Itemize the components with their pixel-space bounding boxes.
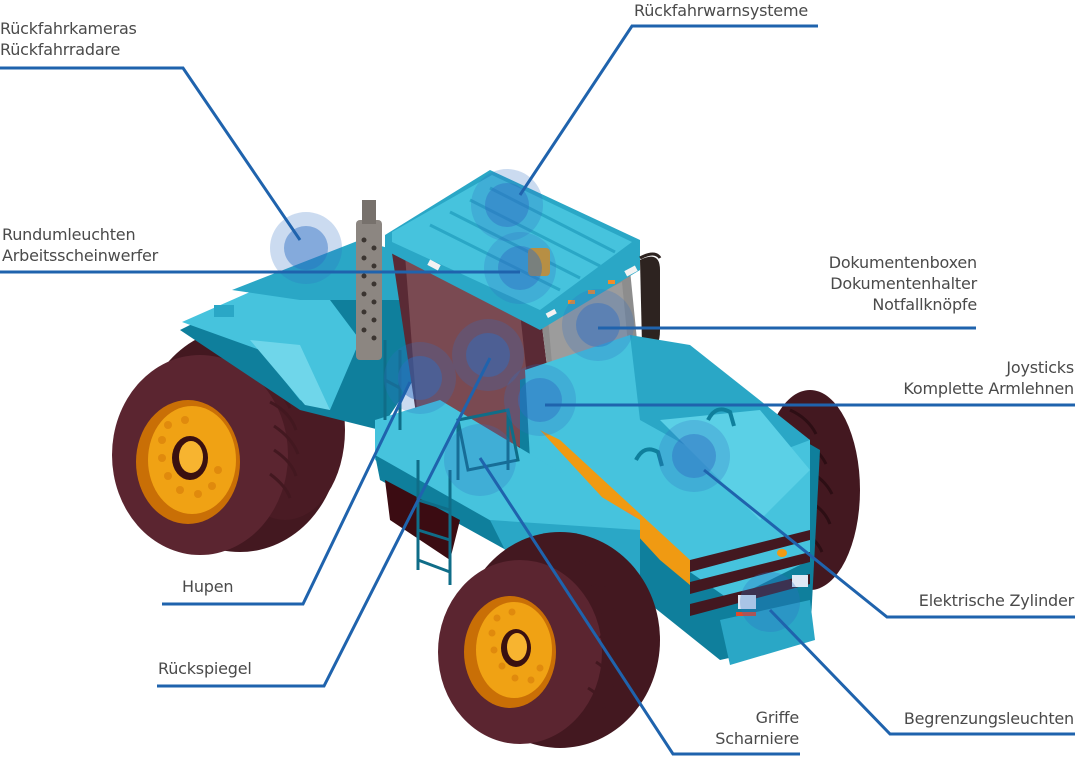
label-griffe[interactable]: Griffe Scharniere (715, 707, 799, 749)
hotspot-rueckfahrwarnsysteme[interactable] (471, 169, 543, 241)
hotspot-hupen[interactable] (384, 342, 456, 414)
label-elektrische-zylinder[interactable]: Elektrische Zylinder (919, 590, 1074, 611)
label-rueckfahrwarnsysteme[interactable]: Rückfahrwarnsysteme (634, 0, 808, 21)
label-joysticks[interactable]: Joysticks Komplette Armlehnen (903, 357, 1074, 399)
leader-rueckfahrwarnsysteme (518, 24, 818, 196)
label-line: Rückspiegel (158, 659, 252, 678)
leader-rueckfahrkameras (0, 66, 302, 241)
label-rundumleuchten[interactable]: Rundumleuchten Arbeitsscheinwerfer (2, 224, 158, 266)
front-left-wheel (438, 532, 660, 748)
leader-lines (0, 24, 1075, 756)
label-line: Arbeitsscheinwerfer (2, 246, 159, 265)
label-rueckfahrkameras[interactable]: Rückfahrkameras Rückfahrradare (0, 18, 137, 60)
leader-hupen (162, 381, 412, 606)
label-line: Scharniere (715, 729, 799, 748)
label-begrenzungsleuchten[interactable]: Begrenzungsleuchten (904, 708, 1074, 729)
label-hupen[interactable]: Hupen (182, 576, 234, 597)
hotspot-rueckspiegel[interactable] (452, 319, 524, 391)
leader-elektrische-zylinder (703, 468, 1075, 619)
label-line: Dokumentenhalter (830, 274, 977, 293)
label-line: Joysticks (1006, 358, 1074, 377)
leader-begrenzungsleuchten (768, 608, 1075, 736)
label-line: Dokumentenboxen (828, 253, 977, 272)
label-line: Notfallknöpfe (872, 295, 977, 314)
label-line: Begrenzungsleuchten (903, 709, 1074, 728)
hotspot-joysticks[interactable] (504, 364, 576, 436)
label-line: Komplette Armlehnen (903, 379, 1074, 398)
leader-griffe (478, 457, 800, 756)
label-line: Elektrische Zylinder (918, 591, 1074, 610)
leader-rueckspiegel (157, 357, 492, 688)
label-dokumentenboxen[interactable]: Dokumentenboxen Dokumentenhalter Notfall… (829, 252, 977, 315)
label-line: Rückfahrkameras (0, 19, 137, 38)
label-rueckspiegel[interactable]: Rückspiegel (158, 658, 252, 679)
label-line: Rückfahrradare (0, 40, 121, 59)
label-line: Rundumleuchten (2, 225, 136, 244)
exhaust-pipe (356, 200, 382, 360)
hood (520, 335, 820, 665)
label-line: Rückfahrwarnsysteme (634, 1, 808, 20)
hotspot-dokumentenboxen[interactable] (562, 289, 634, 361)
hotspot-elektrische-zylinder[interactable] (658, 420, 730, 492)
label-line: Griffe (755, 708, 800, 727)
hotspot-rundumleuchten[interactable] (270, 212, 342, 284)
label-line: Hupen (182, 577, 234, 596)
hotspot-arbeitsscheinwerfer[interactable] (484, 232, 556, 304)
hotspot-begrenzungsleuchten[interactable] (740, 572, 800, 632)
